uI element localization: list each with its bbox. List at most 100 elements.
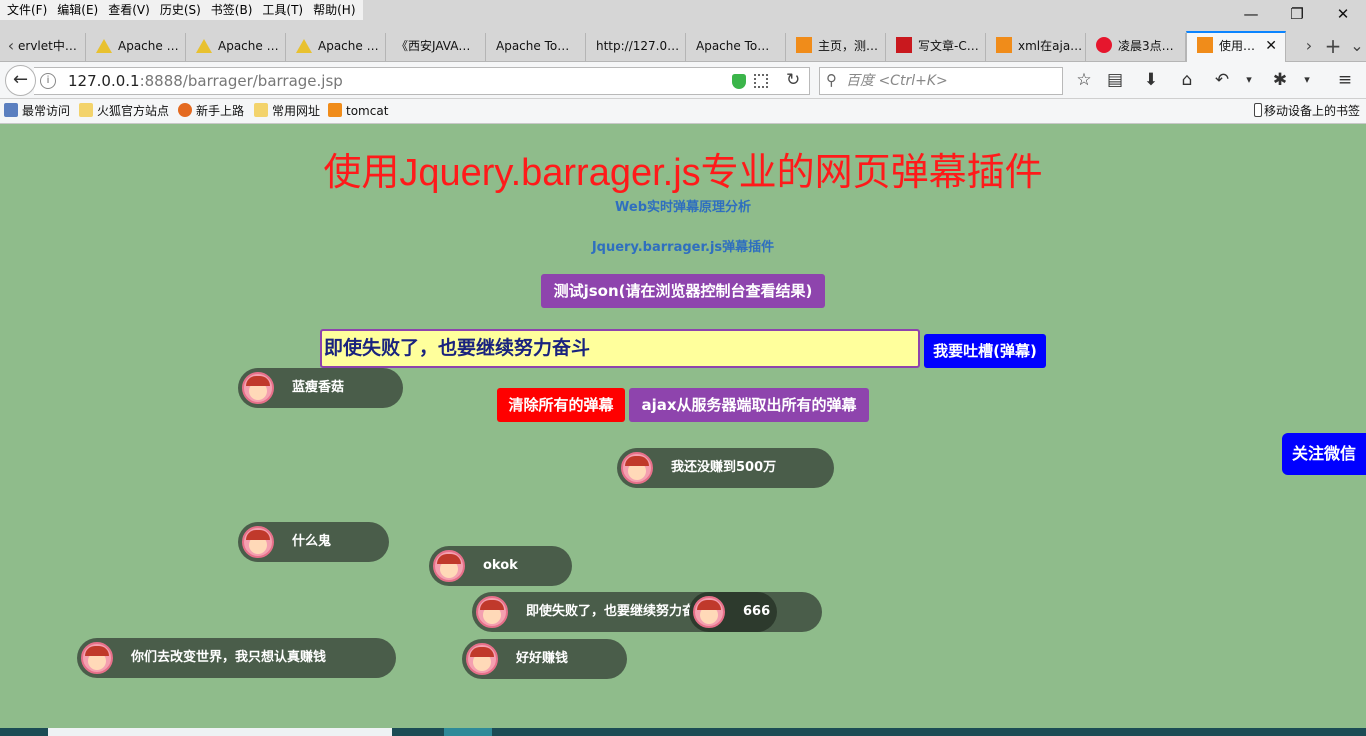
bookmark-item[interactable]: 新手上路: [178, 103, 244, 119]
tab-list-icon[interactable]: ⌄: [1350, 36, 1364, 55]
bookmark-label: 移动设备上的书签: [1264, 104, 1361, 118]
menu-help[interactable]: 帮助(H): [313, 3, 356, 17]
danmu-item[interactable]: 什么鬼: [238, 522, 389, 562]
danmu-item[interactable]: 即使失败了，也要继续努力奋斗: [472, 592, 822, 632]
url-text[interactable]: 127.0.0.1:8888/barrager/barrage.jsp: [68, 68, 343, 94]
info-icon[interactable]: i: [40, 73, 56, 89]
reload-icon[interactable]: ↻: [786, 70, 801, 90]
bookmark-label: 最常访问: [22, 104, 71, 118]
restore-button[interactable]: ❐: [1290, 5, 1304, 23]
danmu-item[interactable]: 好好赚钱: [462, 639, 627, 679]
link-barrager-plugin[interactable]: Jquery.barrager.js弹幕插件: [591, 240, 775, 255]
avatar: [433, 550, 465, 582]
menu-bookmarks[interactable]: 书签(B): [210, 3, 253, 17]
reading-list-icon[interactable]: ▤: [1106, 70, 1124, 90]
tab[interactable]: 凌晨3点…: [1086, 33, 1186, 61]
tab-label: http://127.0…: [596, 39, 680, 53]
search-input[interactable]: ⚲ 百度 <Ctrl+K>: [819, 67, 1063, 95]
bookmark-label: 火狐官方站点: [97, 104, 170, 118]
mobile-bookmarks[interactable]: 移动设备上的书签: [1254, 103, 1360, 119]
folder-icon: [79, 103, 93, 117]
tab[interactable]: 写文章-C…: [886, 33, 986, 61]
menu-file[interactable]: 文件(F): [7, 3, 48, 17]
tab-scroll-right-icon[interactable]: ›: [1305, 36, 1313, 55]
send-barrage-button[interactable]: 我要吐槽(弹幕): [924, 334, 1046, 368]
bookmark-item[interactable]: 常用网址: [254, 103, 320, 119]
link-web-danmu-analysis[interactable]: Web实时弹幕原理分析: [615, 200, 751, 215]
new-tab-button[interactable]: +: [1324, 34, 1342, 58]
undo-icon[interactable]: ↶: [1214, 70, 1230, 90]
url-path: :8888/barrager/barrage.jsp: [139, 72, 343, 90]
undo-menu-icon[interactable]: ▾: [1246, 73, 1252, 86]
page-content: 使用Jquery.barrager.js专业的网页弹幕插件 Web实时弹幕原理分…: [0, 125, 1366, 728]
tab[interactable]: Apache To…: [686, 33, 786, 61]
most-visited-icon: [4, 103, 18, 117]
page-title: 使用Jquery.barrager.js专业的网页弹幕插件: [323, 152, 1043, 194]
tab-active[interactable]: 使用…✕: [1186, 31, 1286, 63]
danmu-item[interactable]: 蓝瘦香菇: [238, 368, 403, 408]
extension-icon[interactable]: ✱: [1272, 70, 1288, 90]
ajax-load-button[interactable]: ajax从服务器端取出所有的弹幕: [629, 388, 869, 422]
clear-barrage-button[interactable]: 清除所有的弹幕: [497, 388, 625, 422]
extension-menu-icon[interactable]: ▾: [1304, 73, 1310, 86]
bookmark-label: 新手上路: [196, 104, 245, 118]
tab[interactable]: Apache …: [186, 33, 286, 61]
taskbar-search-box[interactable]: [48, 728, 392, 736]
tab-label: xml在aja…: [1018, 39, 1083, 53]
url-bar[interactable]: i 127.0.0.1:8888/barrager/barrage.jsp ↻: [34, 67, 810, 95]
danmu-text: 我还没赚到500万: [671, 460, 777, 475]
bookmark-item[interactable]: 火狐官方站点: [79, 103, 169, 119]
close-window-button[interactable]: ✕: [1336, 5, 1350, 23]
danmu-text: 666: [743, 604, 771, 619]
tab-scroll-left-icon[interactable]: ‹: [7, 36, 15, 55]
avatar: [81, 642, 113, 674]
tab-label: Apache …: [218, 39, 279, 53]
download-icon[interactable]: ⬇: [1143, 70, 1159, 90]
danmu-item[interactable]: 我还没赚到500万: [617, 448, 834, 488]
danmu-item[interactable]: 666: [689, 592, 777, 632]
taskbar-app[interactable]: [444, 728, 492, 736]
tab[interactable]: xml在aja…: [986, 33, 1086, 61]
tab[interactable]: Apache …: [86, 33, 186, 61]
bookmark-star-icon[interactable]: ☆: [1076, 70, 1092, 90]
minimize-button[interactable]: —: [1243, 5, 1259, 23]
mobile-icon: [1254, 103, 1262, 117]
danmu-text: 你们去改变世界，我只想认真赚钱: [131, 650, 327, 665]
warning-icon: [296, 39, 312, 53]
menu-view[interactable]: 查看(V): [108, 3, 150, 17]
follow-wechat-button[interactable]: 关注微信: [1282, 433, 1366, 475]
back-button[interactable]: ←: [5, 65, 36, 96]
firefox-icon: [178, 103, 192, 117]
close-tab-icon[interactable]: ✕: [1265, 38, 1277, 54]
shield-icon[interactable]: [732, 74, 746, 89]
avatar: [242, 526, 274, 558]
tab[interactable]: Apache To…: [486, 33, 586, 61]
tab-label: Apache To…: [496, 39, 570, 53]
bookmark-item[interactable]: 最常访问: [4, 103, 70, 119]
tab-label: 凌晨3点…: [1118, 39, 1174, 53]
tab[interactable]: 主页，测…: [786, 33, 886, 61]
danmu-item[interactable]: 你们去改变世界，我只想认真赚钱: [77, 638, 396, 678]
menu-history[interactable]: 历史(S): [159, 3, 201, 17]
tab[interactable]: http://127.0…: [586, 33, 686, 61]
test-json-button[interactable]: 测试json(请在浏览器控制台查看结果): [541, 274, 825, 308]
danmu-text: okok: [483, 558, 518, 573]
orange-logo-icon: [328, 103, 342, 117]
avatar: [693, 596, 725, 628]
qr-code-icon[interactable]: [754, 74, 768, 88]
tab[interactable]: 《西安JAVA…: [386, 33, 486, 61]
tab-label: Apache …: [318, 39, 379, 53]
search-placeholder: 百度 <Ctrl+K>: [846, 73, 948, 89]
danmu-item[interactable]: okok: [429, 546, 572, 586]
tab-label: Apache To…: [696, 39, 770, 53]
warning-icon: [196, 39, 212, 53]
bookmark-item[interactable]: tomcat: [328, 103, 388, 119]
tab[interactable]: Apache …: [286, 33, 386, 61]
url-host: 127.0.0.1: [68, 72, 140, 90]
menu-edit[interactable]: 编辑(E): [57, 3, 99, 17]
barrage-input[interactable]: 即使失败了，也要继续努力奋斗: [320, 329, 920, 368]
home-icon[interactable]: ⌂: [1181, 70, 1193, 90]
hamburger-menu-icon[interactable]: ≡: [1337, 70, 1353, 90]
tab[interactable]: ervlet中…: [14, 33, 86, 61]
menu-tools[interactable]: 工具(T): [262, 3, 304, 17]
